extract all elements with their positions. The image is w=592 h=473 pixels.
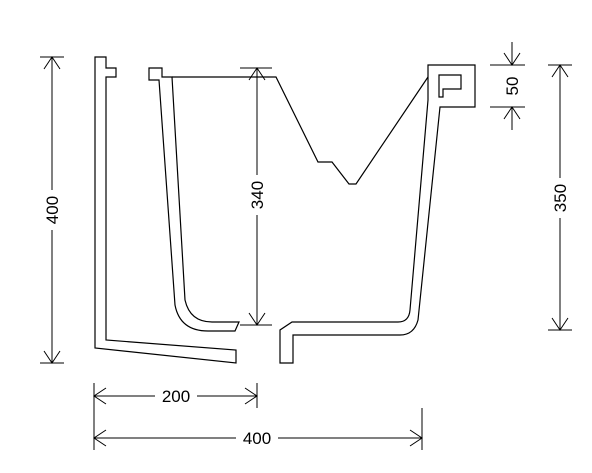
dimension-overall-height: 400	[40, 56, 64, 364]
dimension-outer-height: 350	[548, 64, 572, 331]
dimension-top-lip: 50	[490, 42, 525, 130]
dim-label-350: 350	[551, 184, 570, 212]
dimension-overall-width: 400	[93, 408, 423, 450]
dim-label-200: 200	[162, 387, 190, 406]
left-bracket	[94, 56, 237, 364]
dimension-inner-width: 200	[93, 383, 258, 408]
dim-label-50: 50	[503, 77, 522, 96]
gutter-profile	[148, 64, 476, 364]
dim-label-400-horizontal: 400	[243, 429, 271, 448]
dimension-inner-depth: 340	[240, 67, 272, 326]
dim-label-400-vertical: 400	[43, 196, 62, 224]
dim-label-340: 340	[248, 181, 267, 209]
